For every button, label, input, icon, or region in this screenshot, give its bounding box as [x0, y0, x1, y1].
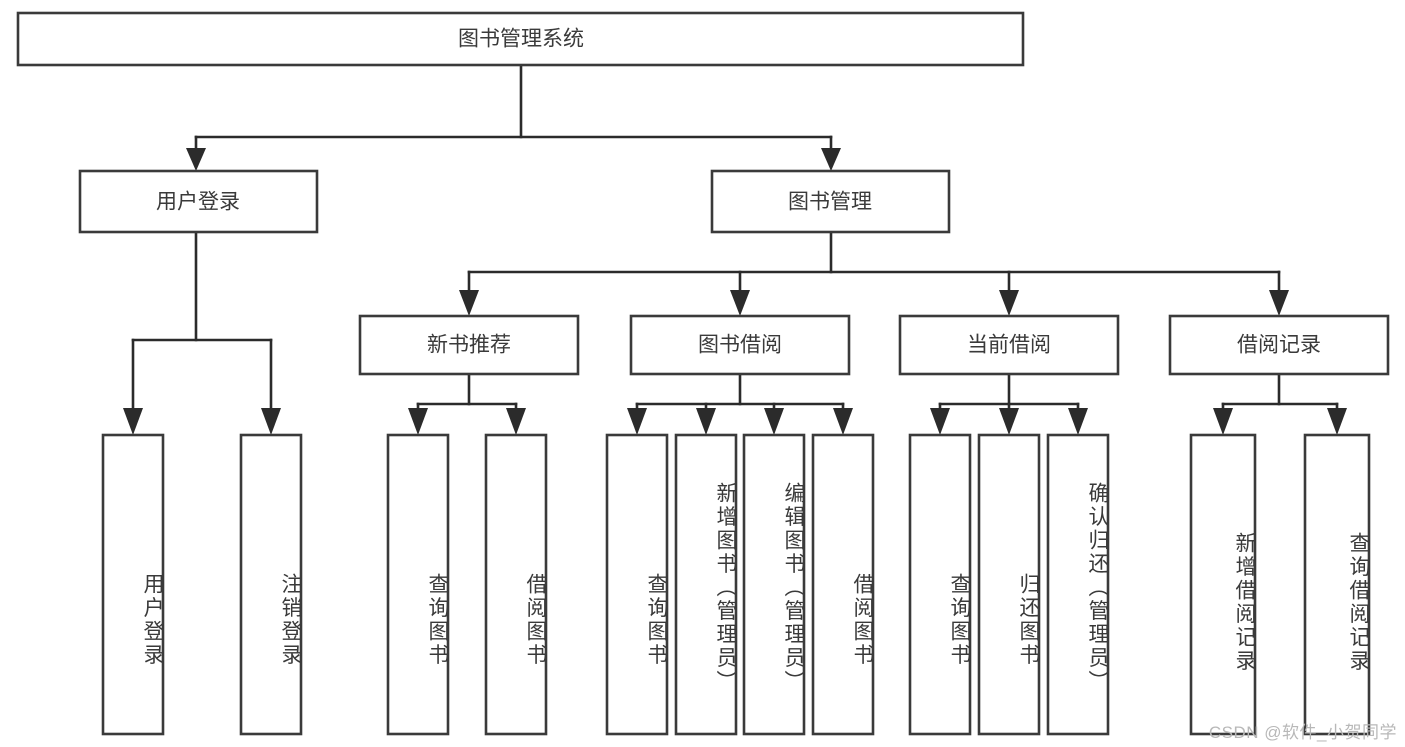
node-box-leaf-borrow-book-1[interactable]	[484, 433, 548, 736]
node-box-user-login[interactable]	[78, 169, 319, 234]
arrowhead-leaf-query-book-1	[408, 408, 428, 435]
connector-group-new-book-recommend	[408, 372, 526, 435]
label-root: 图书管理系统	[458, 28, 584, 51]
arrowhead-leaf-borrow-book-2	[833, 408, 853, 435]
arrowhead-leaf-query-book-2	[627, 408, 647, 435]
node-box-book-borrow[interactable]	[629, 314, 851, 376]
node-box-leaf-add-record[interactable]	[1189, 433, 1257, 736]
node-box-leaf-borrow-book-2[interactable]	[811, 433, 875, 736]
watermark-text: CSDN @软件_小贺同学	[1208, 723, 1397, 742]
arrowhead-leaf-return-book	[999, 408, 1019, 435]
arrowhead-leaf-add-record	[1213, 408, 1233, 435]
arrowhead-leaf-confirm-return	[1068, 408, 1088, 435]
arrowhead-leaf-user-login	[123, 408, 143, 435]
node-box-book-management[interactable]	[710, 169, 951, 234]
arrowhead-book-borrow	[730, 290, 750, 316]
node-box-leaf-add-book[interactable]	[674, 433, 738, 736]
label-borrow-record: 借阅记录	[1237, 334, 1321, 357]
node-box-leaf-confirm-return[interactable]	[1046, 433, 1110, 736]
arrowhead-book-management	[821, 148, 841, 171]
node-box-leaf-user-login[interactable]	[101, 433, 165, 736]
arrowhead-leaf-query-record	[1327, 408, 1347, 435]
label-new-book-recommend: 新书推荐	[427, 334, 511, 357]
connector-group-current-borrow	[930, 373, 1088, 435]
arrowhead-new-book-recommend	[459, 290, 479, 316]
node-box-root[interactable]	[16, 11, 1025, 67]
node-box-leaf-edit-book[interactable]	[742, 433, 806, 736]
node-box-leaf-query-record[interactable]	[1303, 433, 1371, 736]
arrowhead-borrow-record	[1269, 290, 1289, 316]
arrowhead-leaf-query-book-3	[930, 408, 950, 435]
label-current-borrow: 当前借阅	[967, 334, 1051, 357]
node-box-current-borrow[interactable]	[898, 314, 1120, 376]
arrowhead-leaf-add-book	[696, 408, 716, 435]
node-box-leaf-user-logout[interactable]	[239, 433, 303, 736]
node-box-leaf-return-book[interactable]	[977, 433, 1041, 736]
arrowhead-current-borrow	[999, 290, 1019, 316]
arrowhead-leaf-borrow-book-1	[506, 408, 526, 435]
arrowhead-leaf-user-logout	[261, 408, 281, 435]
node-box-leaf-query-book-3[interactable]	[908, 433, 972, 736]
connector-group-book-management	[459, 230, 1289, 316]
connector-group-book-borrow	[627, 372, 853, 435]
connector-group-borrow-record	[1213, 373, 1347, 435]
node-box-borrow-record[interactable]	[1168, 314, 1390, 376]
arrowhead-leaf-edit-book	[764, 408, 784, 435]
label-book-management: 图书管理	[788, 191, 872, 214]
node-box-new-book-recommend[interactable]	[358, 314, 580, 376]
node-box-leaf-query-book-2[interactable]	[605, 433, 669, 736]
connector-group-user-login	[123, 230, 281, 435]
connector-group-root	[186, 63, 841, 171]
label-book-borrow: 图书借阅	[698, 334, 782, 357]
node-box-leaf-query-book-1[interactable]	[386, 433, 450, 736]
label-user-login: 用户登录	[156, 191, 240, 214]
arrowhead-user-login	[186, 148, 206, 171]
